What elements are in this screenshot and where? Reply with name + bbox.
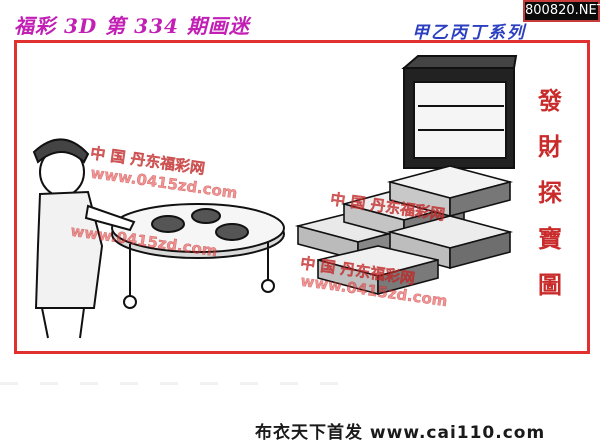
vertical-char: 圖 xyxy=(538,270,562,299)
site-badge[interactable]: 800820.NET xyxy=(523,0,600,22)
red-frame xyxy=(14,40,590,354)
vertical-title: 發 財 探 寶 圖 xyxy=(528,78,572,308)
vertical-char: 發 xyxy=(538,86,562,115)
vertical-char: 探 xyxy=(538,178,562,207)
money-machine xyxy=(401,55,518,169)
footer-divider xyxy=(0,382,340,385)
cartoon-illustration xyxy=(32,55,518,339)
page-title: 福彩 3D 第 334 期画迷 xyxy=(14,14,250,38)
footer-credit[interactable]: 布衣天下首发 www.cai110.com xyxy=(255,423,546,443)
vertical-char: 寶 xyxy=(538,224,562,253)
cart xyxy=(111,203,285,309)
vertical-char: 財 xyxy=(538,132,562,161)
woman-figure xyxy=(32,138,136,339)
money-stack-pile xyxy=(294,165,514,296)
series-title: 甲乙丙丁系列 xyxy=(412,23,526,43)
